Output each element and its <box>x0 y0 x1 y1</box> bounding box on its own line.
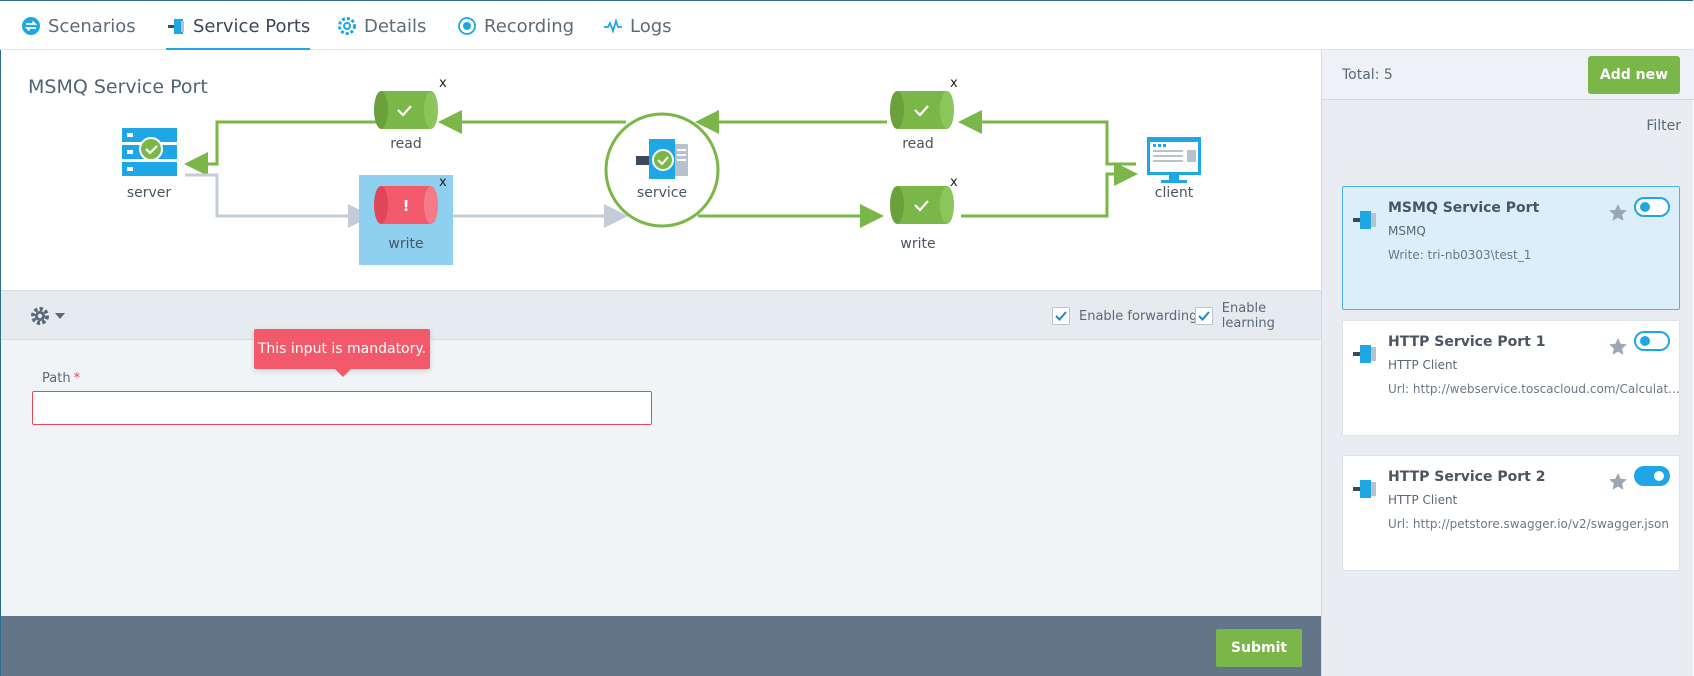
caret-down-icon <box>55 313 65 319</box>
tab-details[interactable]: Details <box>337 1 426 51</box>
card-detail: Url: http://webservice.toscacloud.com/Ca… <box>1388 382 1680 396</box>
settings-menu-button[interactable] <box>29 305 69 327</box>
svg-text:!: ! <box>403 197 410 215</box>
server-node[interactable]: server <box>122 128 177 201</box>
enable-toggle[interactable] <box>1634 197 1670 217</box>
right-write-label: write <box>900 236 935 252</box>
gear-icon <box>338 17 356 35</box>
star-icon[interactable] <box>1608 472 1628 492</box>
service-label: service <box>637 185 687 201</box>
enable-toggle[interactable] <box>1634 466 1670 486</box>
pulse-icon <box>604 18 622 34</box>
star-icon[interactable] <box>1608 203 1628 223</box>
card-type: HTTP Client <box>1388 493 1458 507</box>
path-input[interactable] <box>32 391 652 425</box>
close-icon[interactable]: x <box>950 76 958 91</box>
path-label: Path* <box>42 371 80 386</box>
top-nav: Scenarios Service Ports Details Recordin… <box>0 0 1693 51</box>
left-write-node[interactable]: ! x write <box>359 175 453 265</box>
config-form: This input is mandatory. Path* <box>1 329 1322 616</box>
enable-toggle[interactable] <box>1634 331 1670 351</box>
validation-tooltip: This input is mandatory. <box>254 329 430 377</box>
left-write-label: write <box>388 236 423 252</box>
service-port-icon <box>1353 480 1376 498</box>
right-read-label: read <box>902 136 934 152</box>
close-icon[interactable]: x <box>950 175 958 190</box>
gear-icon <box>31 307 49 325</box>
close-icon[interactable]: x <box>439 76 447 91</box>
form-footer: Submit <box>1 616 1322 676</box>
tab-label: Logs <box>630 15 672 37</box>
submit-button[interactable]: Submit <box>1216 629 1302 667</box>
tab-label: Scenarios <box>48 15 136 37</box>
add-new-button[interactable]: Add new <box>1588 56 1680 94</box>
tab-label: Details <box>364 15 427 37</box>
tab-logs[interactable]: Logs <box>603 1 672 51</box>
check-icon <box>1198 311 1210 321</box>
queue-icon <box>890 186 954 224</box>
checkbox-label: Enable forwarding <box>1079 308 1198 324</box>
star-icon[interactable] <box>1608 337 1628 357</box>
client-node[interactable]: client <box>1147 137 1201 201</box>
list-item[interactable]: HTTP Service Port 1 HTTP Client Url: htt… <box>1342 320 1680 436</box>
sidebar-header: Total: 5 Add new <box>1322 50 1694 100</box>
card-type: HTTP Client <box>1388 358 1458 372</box>
client-label: client <box>1155 185 1194 201</box>
page-title: MSMQ Service Port <box>28 76 208 98</box>
tab-label: Recording <box>484 15 575 37</box>
close-icon[interactable]: x <box>439 175 447 190</box>
checkbox-label: Enable learning <box>1221 301 1275 331</box>
card-detail: Url: http://petstore.swagger.io/v2/swagg… <box>1388 517 1669 531</box>
enable-forwarding-checkbox[interactable]: Enable forwarding <box>1052 307 1197 325</box>
card-title: HTTP Service Port 2 <box>1388 469 1546 485</box>
toolbar: Enable forwarding Enable learning <box>1 290 1322 340</box>
service-port-icon <box>636 139 688 179</box>
total-count: Total: 5 <box>1342 67 1393 83</box>
queue-error-icon: ! <box>374 186 438 224</box>
tab-service-ports[interactable]: Service Ports <box>166 1 311 51</box>
list-item[interactable]: MSMQ Service Port MSMQ Write: tri-nb0303… <box>1342 186 1680 310</box>
record-icon <box>458 17 476 35</box>
service-node[interactable]: service <box>604 112 720 228</box>
queue-icon <box>890 91 954 129</box>
service-port-list: Total: 5 Add new Filter MSMQ Service Por… <box>1321 50 1694 676</box>
tab-scenarios[interactable]: Scenarios <box>21 1 136 51</box>
path-label-text: Path <box>42 371 71 386</box>
enable-learning-checkbox[interactable]: Enable learning <box>1195 301 1322 331</box>
tab-label: Service Ports <box>193 15 311 37</box>
server-label: server <box>127 185 172 201</box>
port-diagram: MSMQ Service Port <box>1 50 1322 290</box>
right-write-node[interactable]: x write <box>890 175 958 252</box>
left-read-node[interactable]: x read <box>374 76 447 152</box>
main-panel: MSMQ Service Port <box>0 50 1322 676</box>
monitor-icon <box>1147 137 1201 183</box>
check-icon <box>1055 311 1067 321</box>
service-port-icon <box>1353 211 1376 229</box>
checkbox-box[interactable] <box>1052 307 1070 325</box>
service-port-icon <box>1353 345 1376 363</box>
list-item[interactable]: HTTP Service Port 2 HTTP Client Url: htt… <box>1342 455 1680 571</box>
queue-icon <box>374 91 438 129</box>
card-title: MSMQ Service Port <box>1388 200 1540 216</box>
card-type: MSMQ <box>1388 224 1426 238</box>
server-icon <box>122 128 177 176</box>
card-title: HTTP Service Port 1 <box>1388 334 1546 350</box>
swap-icon <box>22 17 40 35</box>
filter-link[interactable]: Filter <box>1646 118 1681 134</box>
right-read-node[interactable]: x read <box>890 76 958 152</box>
card-detail: Write: tri-nb0303\test_1 <box>1388 248 1532 262</box>
tab-recording[interactable]: Recording <box>457 1 574 51</box>
connection-lines <box>184 110 1138 228</box>
diagram-canvas: server x read ! <box>122 76 1201 265</box>
required-mark: * <box>73 371 81 386</box>
left-read-label: read <box>390 136 422 152</box>
service-port-icon <box>168 19 184 34</box>
checkbox-box[interactable] <box>1195 307 1213 325</box>
